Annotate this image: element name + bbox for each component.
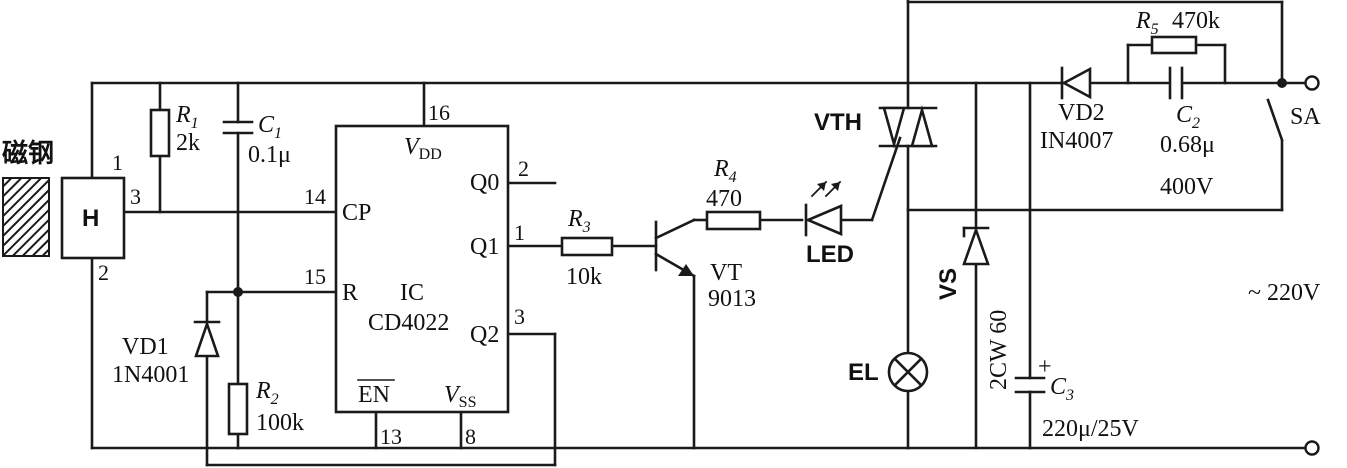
r3-ref: R3 [567, 206, 591, 236]
r1-ref: R1 [175, 102, 199, 132]
vt-ref: VT [710, 260, 742, 286]
ic-pin-1: 1 [514, 220, 525, 245]
transistor-vt [678, 264, 694, 276]
resistor-r3 [560, 236, 614, 257]
ic-vss-label: VSS [444, 382, 476, 411]
led-light-arrows [810, 180, 842, 198]
resistor-r1 [149, 108, 171, 158]
ic-q2-label: Q2 [470, 322, 499, 348]
ic-en-label: EN [358, 382, 390, 408]
vs-part: 2CW 60 [986, 310, 1012, 390]
c3-ref: C3 [1050, 374, 1074, 404]
ic-pin-2: 2 [518, 156, 529, 181]
lamp-el [887, 351, 929, 393]
c2-value: 0.68μ [1160, 132, 1215, 158]
c1-value: 0.1μ [248, 142, 291, 168]
led-ref: LED [806, 241, 854, 268]
el-ref: EL [848, 359, 879, 386]
sa-ref: SA [1290, 104, 1321, 130]
mains-terminal-top[interactable] [1304, 75, 1320, 91]
hall-pin-1: 1 [112, 150, 123, 175]
mains-label: ~ 220V [1248, 280, 1321, 306]
resistor-r5 [1150, 35, 1198, 55]
c2-voltage: 400V [1160, 174, 1214, 200]
vd2-ref: VD2 [1058, 100, 1105, 126]
led [804, 204, 843, 236]
r3-value: 10k [566, 264, 602, 290]
ic-part: CD4022 [368, 310, 449, 336]
triac-vth [878, 105, 938, 149]
r2-ref: R2 [255, 378, 279, 408]
vt-part: 9013 [708, 286, 756, 312]
ic-pin-3: 3 [514, 304, 525, 329]
c3-polarity: + [1038, 354, 1052, 380]
vd1-part: 1N4001 [112, 362, 189, 388]
r1-value: 2k [176, 130, 200, 156]
diode-vd1 [194, 320, 220, 358]
capacitor-c2-gap [1170, 68, 1182, 98]
resistor-r4 [705, 210, 762, 231]
r2-value: 100k [256, 410, 304, 436]
r5-ref: R5 [1135, 8, 1159, 38]
wires [90, 0, 1307, 467]
ic-q1-label: Q1 [470, 234, 499, 260]
mains-terminal-bottom[interactable] [1304, 440, 1320, 456]
diode-vd2 [1060, 66, 1092, 100]
hall-pin-2: 2 [98, 260, 109, 285]
c1-ref: C1 [258, 112, 282, 142]
vs-ref: VS [935, 268, 962, 300]
ic-r-label: R [342, 280, 358, 306]
magnet [2, 177, 50, 257]
ic-pin-8: 8 [465, 424, 476, 449]
ic-cd4022 [334, 124, 510, 414]
magnet-label: 磁钢 [2, 138, 54, 169]
ic-cp-label: CP [342, 200, 371, 226]
switch-sa[interactable] [1266, 98, 1284, 142]
vth-ref: VTH [814, 109, 862, 136]
ic-pin-13: 13 [380, 424, 402, 449]
r5-value: 470k [1172, 8, 1220, 34]
c3-value: 220μ/25V [1042, 416, 1140, 442]
ic-pin-15: 15 [304, 264, 326, 289]
vd1-ref: VD1 [122, 334, 169, 360]
vd2-part: IN4007 [1040, 128, 1113, 154]
ic-q0-label: Q0 [470, 170, 499, 196]
resistor-r2 [227, 382, 249, 436]
c2-ref: C2 [1176, 102, 1200, 132]
ic-vdd-label: VDD [404, 134, 442, 163]
ic-pin-14: 14 [304, 184, 326, 209]
junction-dots [233, 78, 1287, 297]
r4-value: 470 [706, 186, 742, 212]
hall-pin-3: 3 [130, 184, 141, 209]
ic-pin-16: 16 [428, 100, 450, 125]
hall-sensor-label: H [82, 205, 99, 232]
zener-vs [962, 226, 990, 266]
r4-ref: R4 [713, 156, 737, 186]
ic-ref: IC [400, 280, 424, 306]
hall-sensor [60, 176, 126, 260]
